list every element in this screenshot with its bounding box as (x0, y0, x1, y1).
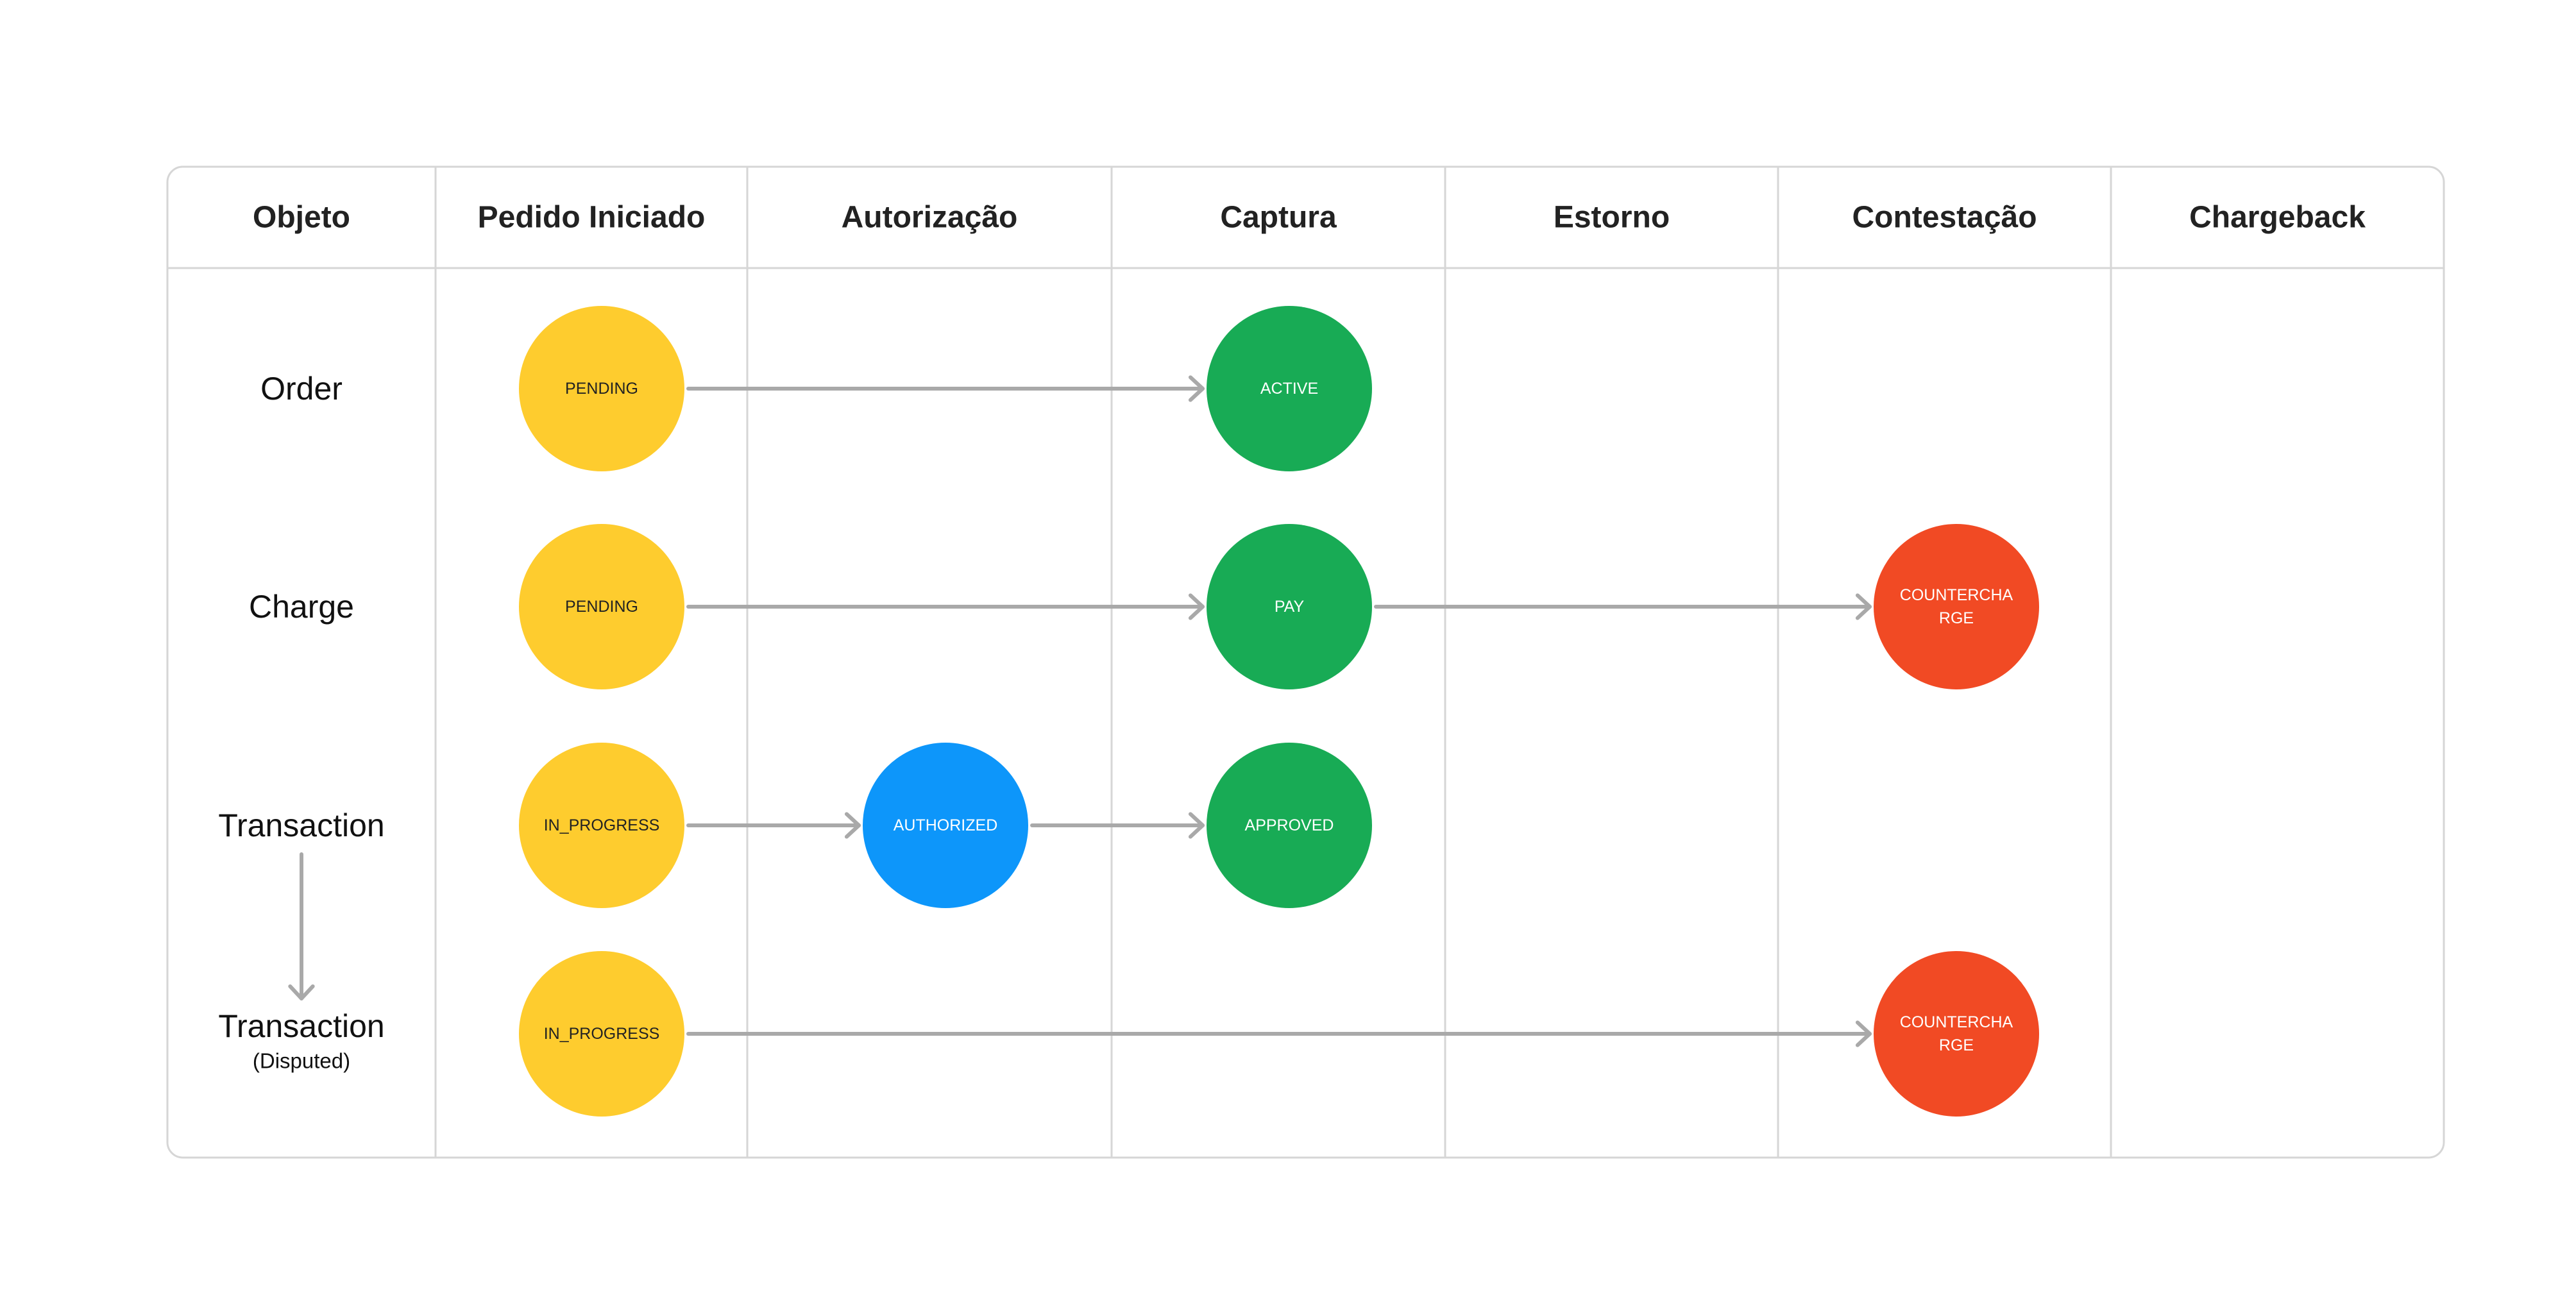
arrow-head (1188, 593, 1205, 620)
column-header: Objeto (253, 201, 350, 235)
status-node-transaction-authorized: AUTHORIZED (863, 743, 1028, 908)
row-label: Charge (249, 589, 354, 625)
arrow-head (1188, 812, 1205, 839)
arrow-charge-pay-to-charge-countercharge (1374, 593, 1872, 620)
status-circle (519, 306, 684, 471)
status-label: APPROVED (1245, 816, 1334, 834)
transition-arrows (288, 375, 1872, 1047)
status-label: RGE (1939, 609, 1974, 627)
status-nodes: PENDING ACTIVE PENDING PAY COUNTERCHA RGE IN_P… (519, 306, 2039, 1117)
status-node-charge-countercharge: COUNTERCHA RGE (1874, 524, 2039, 689)
status-node-transaction-in-progress: IN_PROGRESS (519, 743, 684, 908)
arrow-head (1188, 375, 1205, 402)
table-border (166, 165, 2445, 1159)
column-headers: Objeto Pedido Iniciado Autorização Captura E… (253, 201, 2366, 235)
status-node-disputed-countercharge: COUNTERCHA RGE (1874, 951, 2039, 1117)
status-label: COUNTERCHA (1900, 586, 2013, 604)
column-header: Pedido Iniciado (478, 201, 706, 235)
status-label: IN_PROGRESS (544, 816, 660, 834)
status-label: IN_PROGRESS (544, 1025, 660, 1043)
status-circle (1207, 306, 1372, 471)
row-link-arrow (288, 852, 315, 1000)
status-circle (1874, 951, 2039, 1117)
status-node-charge-pending: PENDING (519, 524, 684, 689)
status-node-disputed-in-progress: IN_PROGRESS (519, 951, 684, 1117)
status-circle (1207, 524, 1372, 689)
column-header: Autorização (842, 201, 1018, 235)
arrow-transaction-in-progress-to-transaction-authorized (686, 812, 861, 839)
row-label: Transaction (218, 807, 384, 843)
arrow-head (288, 984, 315, 1000)
status-label: AUTHORIZED (894, 816, 998, 834)
status-circle (519, 743, 684, 908)
arrow-charge-pending-to-charge-pay (686, 593, 1205, 620)
arrow-disputed-in-progress-to-disputed-countercharge (686, 1020, 1872, 1047)
row-labels: OrderChargeTransactionTransaction(Disput… (218, 371, 384, 1073)
column-header: Contestação (1852, 201, 2037, 235)
arrow-head (1855, 593, 1872, 620)
status-label: ACTIVE (1260, 380, 1318, 398)
status-node-order-pending: PENDING (519, 306, 684, 471)
status-node-charge-pay: PAY (1207, 524, 1372, 689)
status-label: COUNTERCHA (1900, 1013, 2013, 1031)
arrow-head (844, 812, 861, 839)
status-label: RGE (1939, 1036, 1974, 1054)
status-label: PAY (1275, 598, 1305, 616)
column-header: Captura (1220, 201, 1337, 235)
arrow-transaction-authorized-to-transaction-approved (1030, 812, 1205, 839)
status-node-order-active: ACTIVE (1207, 306, 1372, 471)
status-circle (519, 951, 684, 1117)
status-circle (863, 743, 1028, 908)
status-label: PENDING (565, 598, 638, 616)
status-circle (519, 524, 684, 689)
row-label: Order (260, 371, 343, 407)
arrow-order-pending-to-order-active (686, 375, 1205, 402)
table-grid (166, 165, 2445, 1159)
status-node-transaction-approved: APPROVED (1207, 743, 1372, 908)
arrow-head (1855, 1020, 1872, 1047)
status-label: PENDING (565, 380, 638, 398)
row-label: Transaction (218, 1008, 384, 1044)
column-header: Chargeback (2189, 201, 2366, 235)
row-sublabel: (Disputed) (253, 1049, 350, 1073)
column-header: Estorno (1554, 201, 1670, 235)
status-circle (1207, 743, 1372, 908)
status-circle (1874, 524, 2039, 689)
